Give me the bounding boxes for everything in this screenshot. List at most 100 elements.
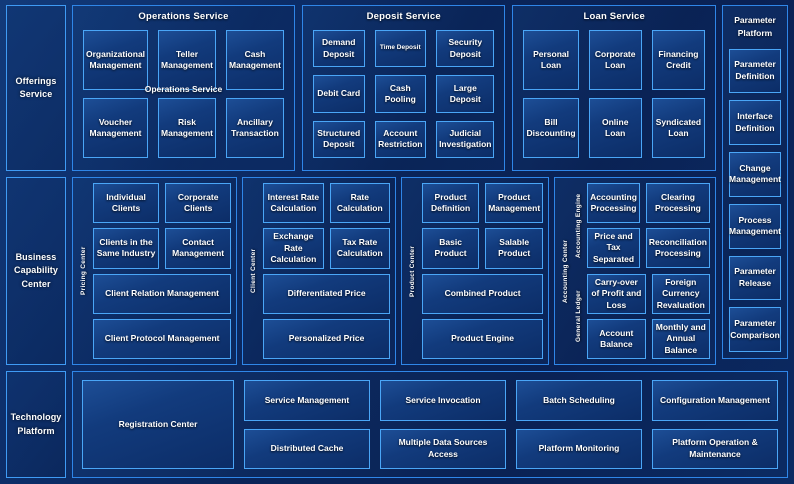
card-parameter-release[interactable]: Parameter Release: [729, 255, 781, 301]
card-product-engine[interactable]: Product Engine: [422, 318, 544, 359]
center-product-label: Product Center: [409, 245, 416, 297]
card-parameter-definition[interactable]: Parameter Definition: [729, 48, 781, 94]
center-product-items: Product Definition Product Management Ba…: [418, 183, 544, 359]
card-basic-product[interactable]: Basic Product: [422, 228, 480, 269]
technology-platform-row: Technology Platform Registration Center …: [6, 371, 788, 478]
card-accounting-processing[interactable]: Accounting Processing: [587, 183, 640, 223]
card-ancillary-transaction[interactable]: Ancillary Transaction: [226, 98, 284, 158]
card-personalized-price[interactable]: Personalized Price: [263, 318, 390, 359]
card-distributed-cache[interactable]: Distributed Cache: [244, 428, 370, 469]
card-parameter-comparison[interactable]: Parameter Comparison: [729, 307, 781, 352]
card-configuration-management[interactable]: Configuration Management: [652, 380, 778, 421]
service-items-operations: Organizational Management Teller Managem…: [73, 22, 294, 170]
card-salable-product[interactable]: Salable Product: [485, 228, 544, 269]
card-structured-deposit[interactable]: Structured Deposit: [312, 120, 365, 158]
technology-platform-groups: Registration Center Service Management S…: [72, 371, 788, 478]
card-security-deposit[interactable]: Security Deposit: [436, 30, 495, 68]
center-pricing-label: Pricing Center: [80, 246, 87, 296]
card-bill-discounting[interactable]: Bill Discounting: [523, 98, 579, 158]
card-foreign-currency-revaluation[interactable]: Foreign Currency Revaluation: [651, 274, 710, 314]
card-monthly-annual-balance[interactable]: Monthly and Annual Balance: [651, 319, 710, 359]
accounting-groups: Accounting Engine Accounting Processing …: [571, 183, 710, 359]
general-ledger-label: General Ledger: [575, 290, 583, 343]
card-large-deposit[interactable]: Large Deposit: [436, 75, 495, 113]
service-title-operations: Operations Service: [138, 11, 229, 22]
service-items-deposit: Demand Deposit Time Deposit Security Dep…: [303, 22, 505, 170]
card-exchange-rate-calculation[interactable]: Exchange Rate Calculation: [263, 228, 324, 269]
center-client-label: Client Center: [250, 248, 258, 294]
center-client: Client Center Interest Rate Calculation …: [242, 177, 396, 365]
parameter-platform-items: Parameter Platform Parameter Definition …: [723, 6, 787, 358]
card-syndicated-loan[interactable]: Syndicated Loan: [651, 98, 706, 158]
center-accounting-label: Accounting Center: [562, 239, 570, 303]
card-judicial-investigation[interactable]: Judicial Investigation: [436, 120, 495, 158]
card-reconciliation-processing[interactable]: Reconciliation Processing: [645, 228, 710, 268]
rail-business-capability-center[interactable]: Business Capability Center: [6, 177, 66, 365]
card-platform-operation-maintenance[interactable]: Platform Operation & Maintenance: [652, 428, 778, 469]
card-individual-clients[interactable]: Individual Clients: [93, 183, 160, 224]
service-title-deposit: Deposit Service: [366, 11, 441, 22]
card-product-management[interactable]: Product Management: [485, 183, 544, 224]
card-financing-credit[interactable]: Financing Credit: [651, 30, 706, 90]
card-cash-management[interactable]: Cash Management: [226, 30, 284, 90]
card-client-protocol-management[interactable]: Client Protocol Management: [93, 318, 232, 359]
service-group-loan: Loan Service Personal Loan Corporate Loa…: [512, 5, 717, 171]
service-items-loan: Personal Loan Corporate Loan Financing C…: [513, 22, 715, 170]
accounting-engine-group: Accounting Engine Accounting Processing …: [573, 183, 710, 268]
card-voucher-management[interactable]: Voucher Management: [83, 98, 149, 158]
card-clearing-processing[interactable]: Clearing Processing: [645, 183, 710, 223]
card-clients-same-industry[interactable]: Clients in the Same Industry: [93, 228, 160, 269]
card-carry-over-profit-loss[interactable]: Carry-over of Profit and Loss: [587, 274, 646, 314]
card-change-management[interactable]: Change Management: [729, 152, 781, 197]
card-teller-management[interactable]: Teller Management: [158, 30, 216, 90]
rail-technology-platform[interactable]: Technology Platform: [6, 371, 66, 478]
card-corporate-clients[interactable]: Corporate Clients: [165, 183, 232, 224]
card-differentiated-price[interactable]: Differentiated Price: [263, 273, 390, 314]
card-debit-card[interactable]: Debit Card: [312, 75, 365, 113]
service-group-deposit: Deposit Service Demand Deposit Time Depo…: [301, 5, 506, 171]
parameter-platform-title: Parameter Platform: [734, 15, 776, 38]
card-risk-management[interactable]: Risk Management: [158, 98, 216, 158]
technology-platform-panel: Registration Center Service Management S…: [72, 371, 788, 478]
card-personal-loan[interactable]: Personal Loan: [523, 30, 579, 90]
center-accounting: Accounting Center Accounting Engine Acco…: [554, 177, 716, 365]
card-price-and-tax-separated[interactable]: Price and Tax Separated: [587, 228, 640, 268]
card-combined-product[interactable]: Combined Product: [422, 273, 544, 314]
card-online-loan[interactable]: Online Loan: [588, 98, 642, 158]
card-rate-calculation[interactable]: Rate Calculation: [329, 183, 390, 224]
card-batch-scheduling[interactable]: Batch Scheduling: [516, 380, 642, 421]
card-demand-deposit[interactable]: Demand Deposit: [312, 30, 365, 68]
service-group-operations: Operations Service Organizational Manage…: [72, 5, 295, 171]
accounting-engine-items: Accounting Processing Clearing Processin…: [584, 183, 710, 268]
offerings-service-groups: Operations Service Organizational Manage…: [72, 5, 717, 171]
business-capability-row: Business Capability Center Pricing Cente…: [6, 177, 788, 365]
accounting-engine-label: Accounting Engine: [575, 193, 583, 258]
card-organizational-management[interactable]: Organizational Management: [83, 30, 149, 90]
card-account-balance[interactable]: Account Balance: [587, 319, 646, 359]
card-contact-management[interactable]: Contact Management: [165, 228, 232, 269]
center-product: Product Center Product Definition Produc…: [401, 177, 550, 365]
rail-offerings-service[interactable]: Offerings Service: [6, 5, 66, 171]
card-service-management[interactable]: Service Management: [244, 380, 370, 421]
card-platform-monitoring[interactable]: Platform Monitoring: [516, 428, 642, 469]
card-product-definition[interactable]: Product Definition: [422, 183, 480, 224]
card-client-relation-management[interactable]: Client Relation Management: [93, 273, 232, 314]
card-time-deposit[interactable]: Time Deposit: [374, 30, 427, 68]
offerings-service-row: Offerings Service Operations Service Org…: [6, 5, 788, 359]
card-registration-center[interactable]: Registration Center: [82, 380, 234, 469]
card-corporate-loan[interactable]: Corporate Loan: [588, 30, 642, 90]
service-title-loan: Loan Service: [583, 11, 646, 22]
card-multiple-data-sources-access[interactable]: Multiple Data Sources Access: [380, 428, 506, 469]
card-tax-rate-calculation[interactable]: Tax Rate Calculation: [329, 228, 390, 269]
card-interest-rate-calculation[interactable]: Interest Rate Calculation: [263, 183, 324, 224]
business-capability-groups: Pricing Center Individual Clients Corpor…: [72, 177, 716, 365]
general-ledger-items: Carry-over of Profit and Loss Foreign Cu…: [584, 274, 710, 359]
center-client-items: Interest Rate Calculation Rate Calculati…: [259, 183, 390, 359]
card-service-invocation[interactable]: Service Invocation: [380, 380, 506, 421]
card-process-management[interactable]: Process Management: [729, 203, 781, 249]
card-cash-pooling[interactable]: Cash Pooling: [374, 75, 427, 113]
card-interface-definition[interactable]: Interface Definition: [729, 100, 781, 145]
general-ledger-group: General Ledger Carry-over of Profit and …: [573, 274, 710, 359]
card-account-restriction[interactable]: Account Restriction: [374, 120, 427, 158]
